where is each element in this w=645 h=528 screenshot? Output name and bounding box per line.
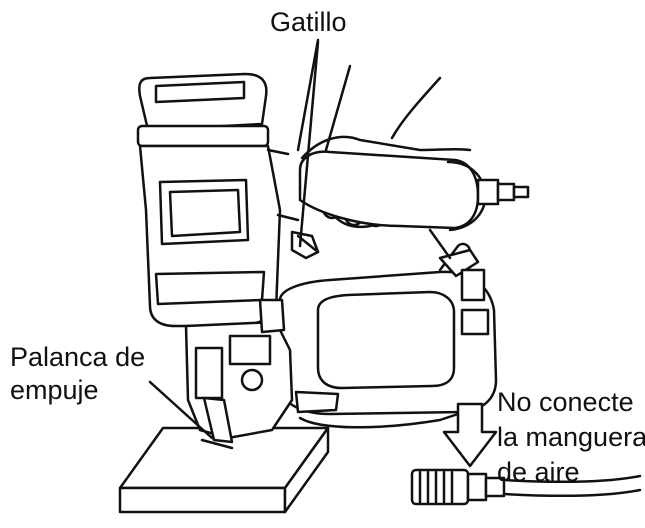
push-lever-label-line2: empuje bbox=[10, 375, 99, 405]
push-lever-label-line1: Palanca de bbox=[10, 342, 146, 372]
wood-block bbox=[120, 428, 328, 512]
magazine bbox=[278, 230, 496, 427]
push-lever-leader bbox=[150, 382, 212, 438]
hose-warning-line1: No conecte bbox=[497, 387, 634, 417]
rear-handle bbox=[300, 152, 528, 230]
trigger-label: Gatillo bbox=[270, 7, 347, 37]
hose-warning-line3: de aire bbox=[497, 457, 580, 487]
nose-assembly bbox=[186, 300, 338, 448]
trigger-leader bbox=[300, 42, 318, 246]
down-arrow-icon bbox=[444, 404, 496, 466]
hose-warning-line2: la manguera bbox=[497, 422, 645, 452]
motor-housing bbox=[138, 74, 298, 326]
trigger-part bbox=[292, 232, 318, 258]
air-hose-coupler-icon bbox=[412, 470, 640, 504]
